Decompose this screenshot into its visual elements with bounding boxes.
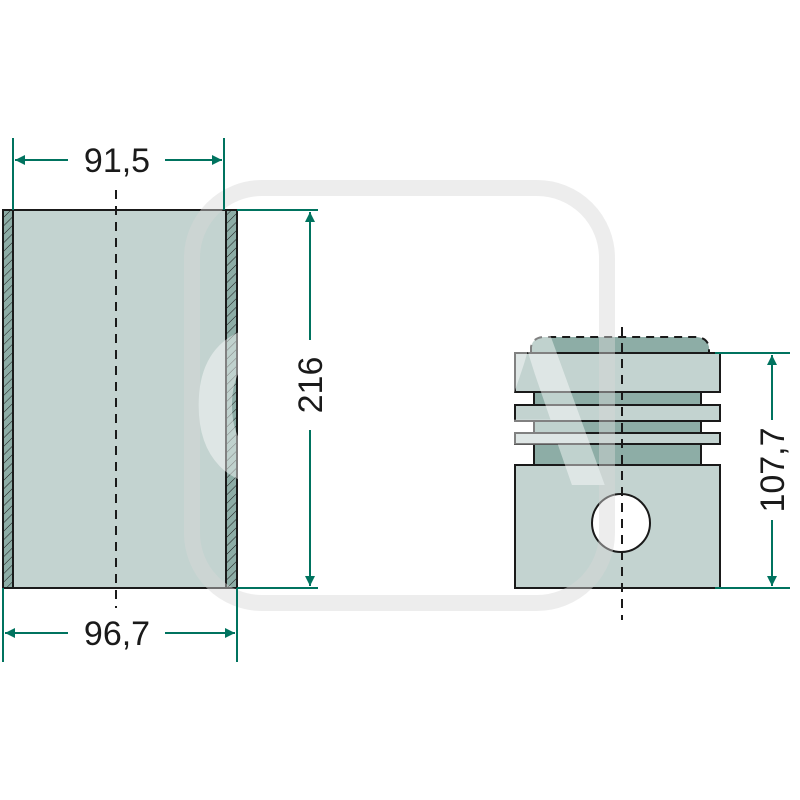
liner-body	[12, 209, 227, 589]
liner-length-label: 216	[292, 357, 330, 414]
outer-diameter-label: 96,7	[84, 615, 150, 653]
piston-ring-1	[514, 404, 721, 422]
liner-wall-left	[2, 209, 14, 589]
watermark-text: G-A	[189, 277, 611, 534]
piston-ring-2	[514, 432, 721, 445]
dimension-lines	[2, 138, 790, 662]
piston-crown	[530, 336, 710, 354]
piston-top-land	[514, 352, 721, 393]
piston-height-label: 107,7	[754, 427, 792, 512]
piston	[514, 327, 721, 620]
liner-wall-right	[225, 209, 238, 589]
cylinder-liner	[2, 190, 238, 608]
inner-diameter-label: 91,5	[84, 142, 150, 180]
watermark-logo: G-A	[184, 180, 615, 611]
